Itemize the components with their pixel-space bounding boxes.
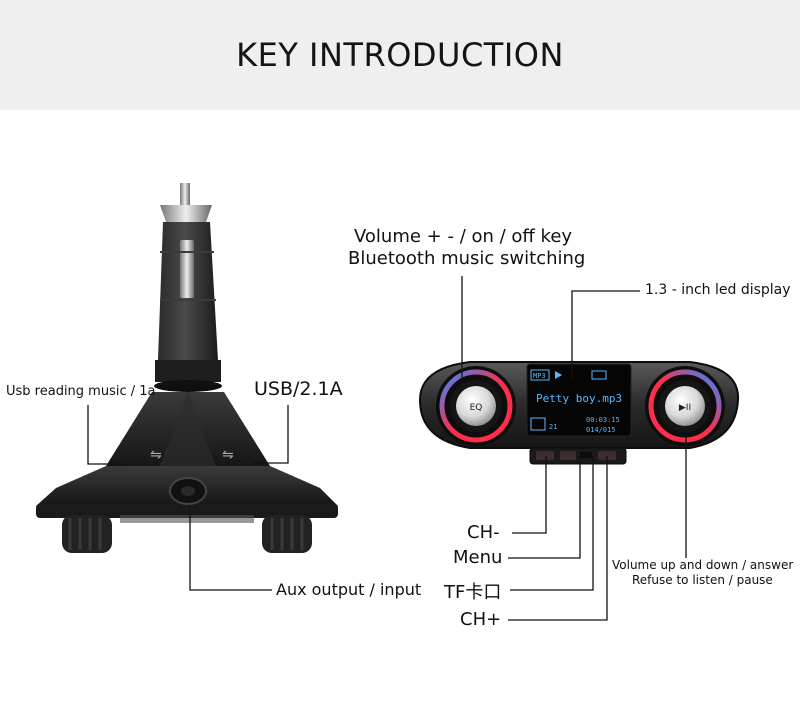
left-callout-lines [87,405,289,591]
screen-time: 00:03:15 [586,416,620,424]
ch-plus-leader-line [508,456,608,621]
usb-icon-left: ⇋ [150,447,162,463]
charger-tip-collar [160,205,212,222]
left-knob-ring [439,369,513,443]
screen-mode: MP3 [533,372,546,380]
ch-minus-button[interactable] [536,451,554,460]
ch-plus-label: CH+ [460,609,502,630]
usb-port-leader-line [252,405,289,464]
screen-folder-number: 21 [549,423,557,431]
play-pause-knob [665,386,705,426]
answer-label: Volume up and down / answer [612,558,794,572]
tf-card-slot[interactable] [580,452,592,458]
side-contact-spring [180,240,194,298]
usb-reading-leader-line [87,405,128,465]
screen-battery-icon [591,370,607,380]
refuse-pause-label: Refuse to listen / pause [632,573,773,587]
screen-play-icon [555,371,562,379]
right-callout-lines [461,276,687,621]
aux-label: Aux output / input [276,580,422,599]
eq-knob [456,386,496,426]
aux-leader-line [189,506,272,591]
right-knob-ring [648,369,722,443]
menu-label: Menu [453,547,503,568]
menu-leader-line [508,456,581,559]
play-pause-icon: ▶II [679,403,691,413]
usb-reading-label: Usb reading music / 1a [6,384,156,399]
volume-key-label: Volume + - / on / off key [354,226,573,247]
menu-button[interactable] [560,451,576,460]
bluetooth-switching-label: Bluetooth music switching [348,248,586,269]
header-banner: KEY INTRODUCTION [0,0,800,110]
screen-folder-icon [530,417,546,431]
charger-foot-right [262,515,312,553]
charger-neck [155,360,221,382]
led-display [526,363,632,437]
eq-knob-label: EQ [470,403,483,413]
led-display-leader-line [571,290,640,380]
ch-minus-label: CH- [467,522,500,543]
tf-slot-label: TF卡口 [444,582,502,603]
ch-minus-leader-line [512,456,547,534]
usb-icon-right: ⇋ [222,447,234,463]
ch-plus-button[interactable] [598,451,616,460]
usb-port-label: USB/2.1A [254,378,343,400]
fm-transmitter-head: EQ ▶II MP3 Petty boy.mp3 21 00:03:15 014… [418,361,740,465]
screen-song-title: Petty boy.mp3 [536,392,622,405]
car-charger-device: ⇋ ⇋ [36,183,338,553]
charger-tip [180,183,190,205]
page-title: KEY INTRODUCTION [236,36,564,74]
tf-slot-leader-line [510,456,594,591]
screen-track-count: 014/015 [586,426,616,434]
led-display-label: 1.3 - inch led display [645,282,791,298]
